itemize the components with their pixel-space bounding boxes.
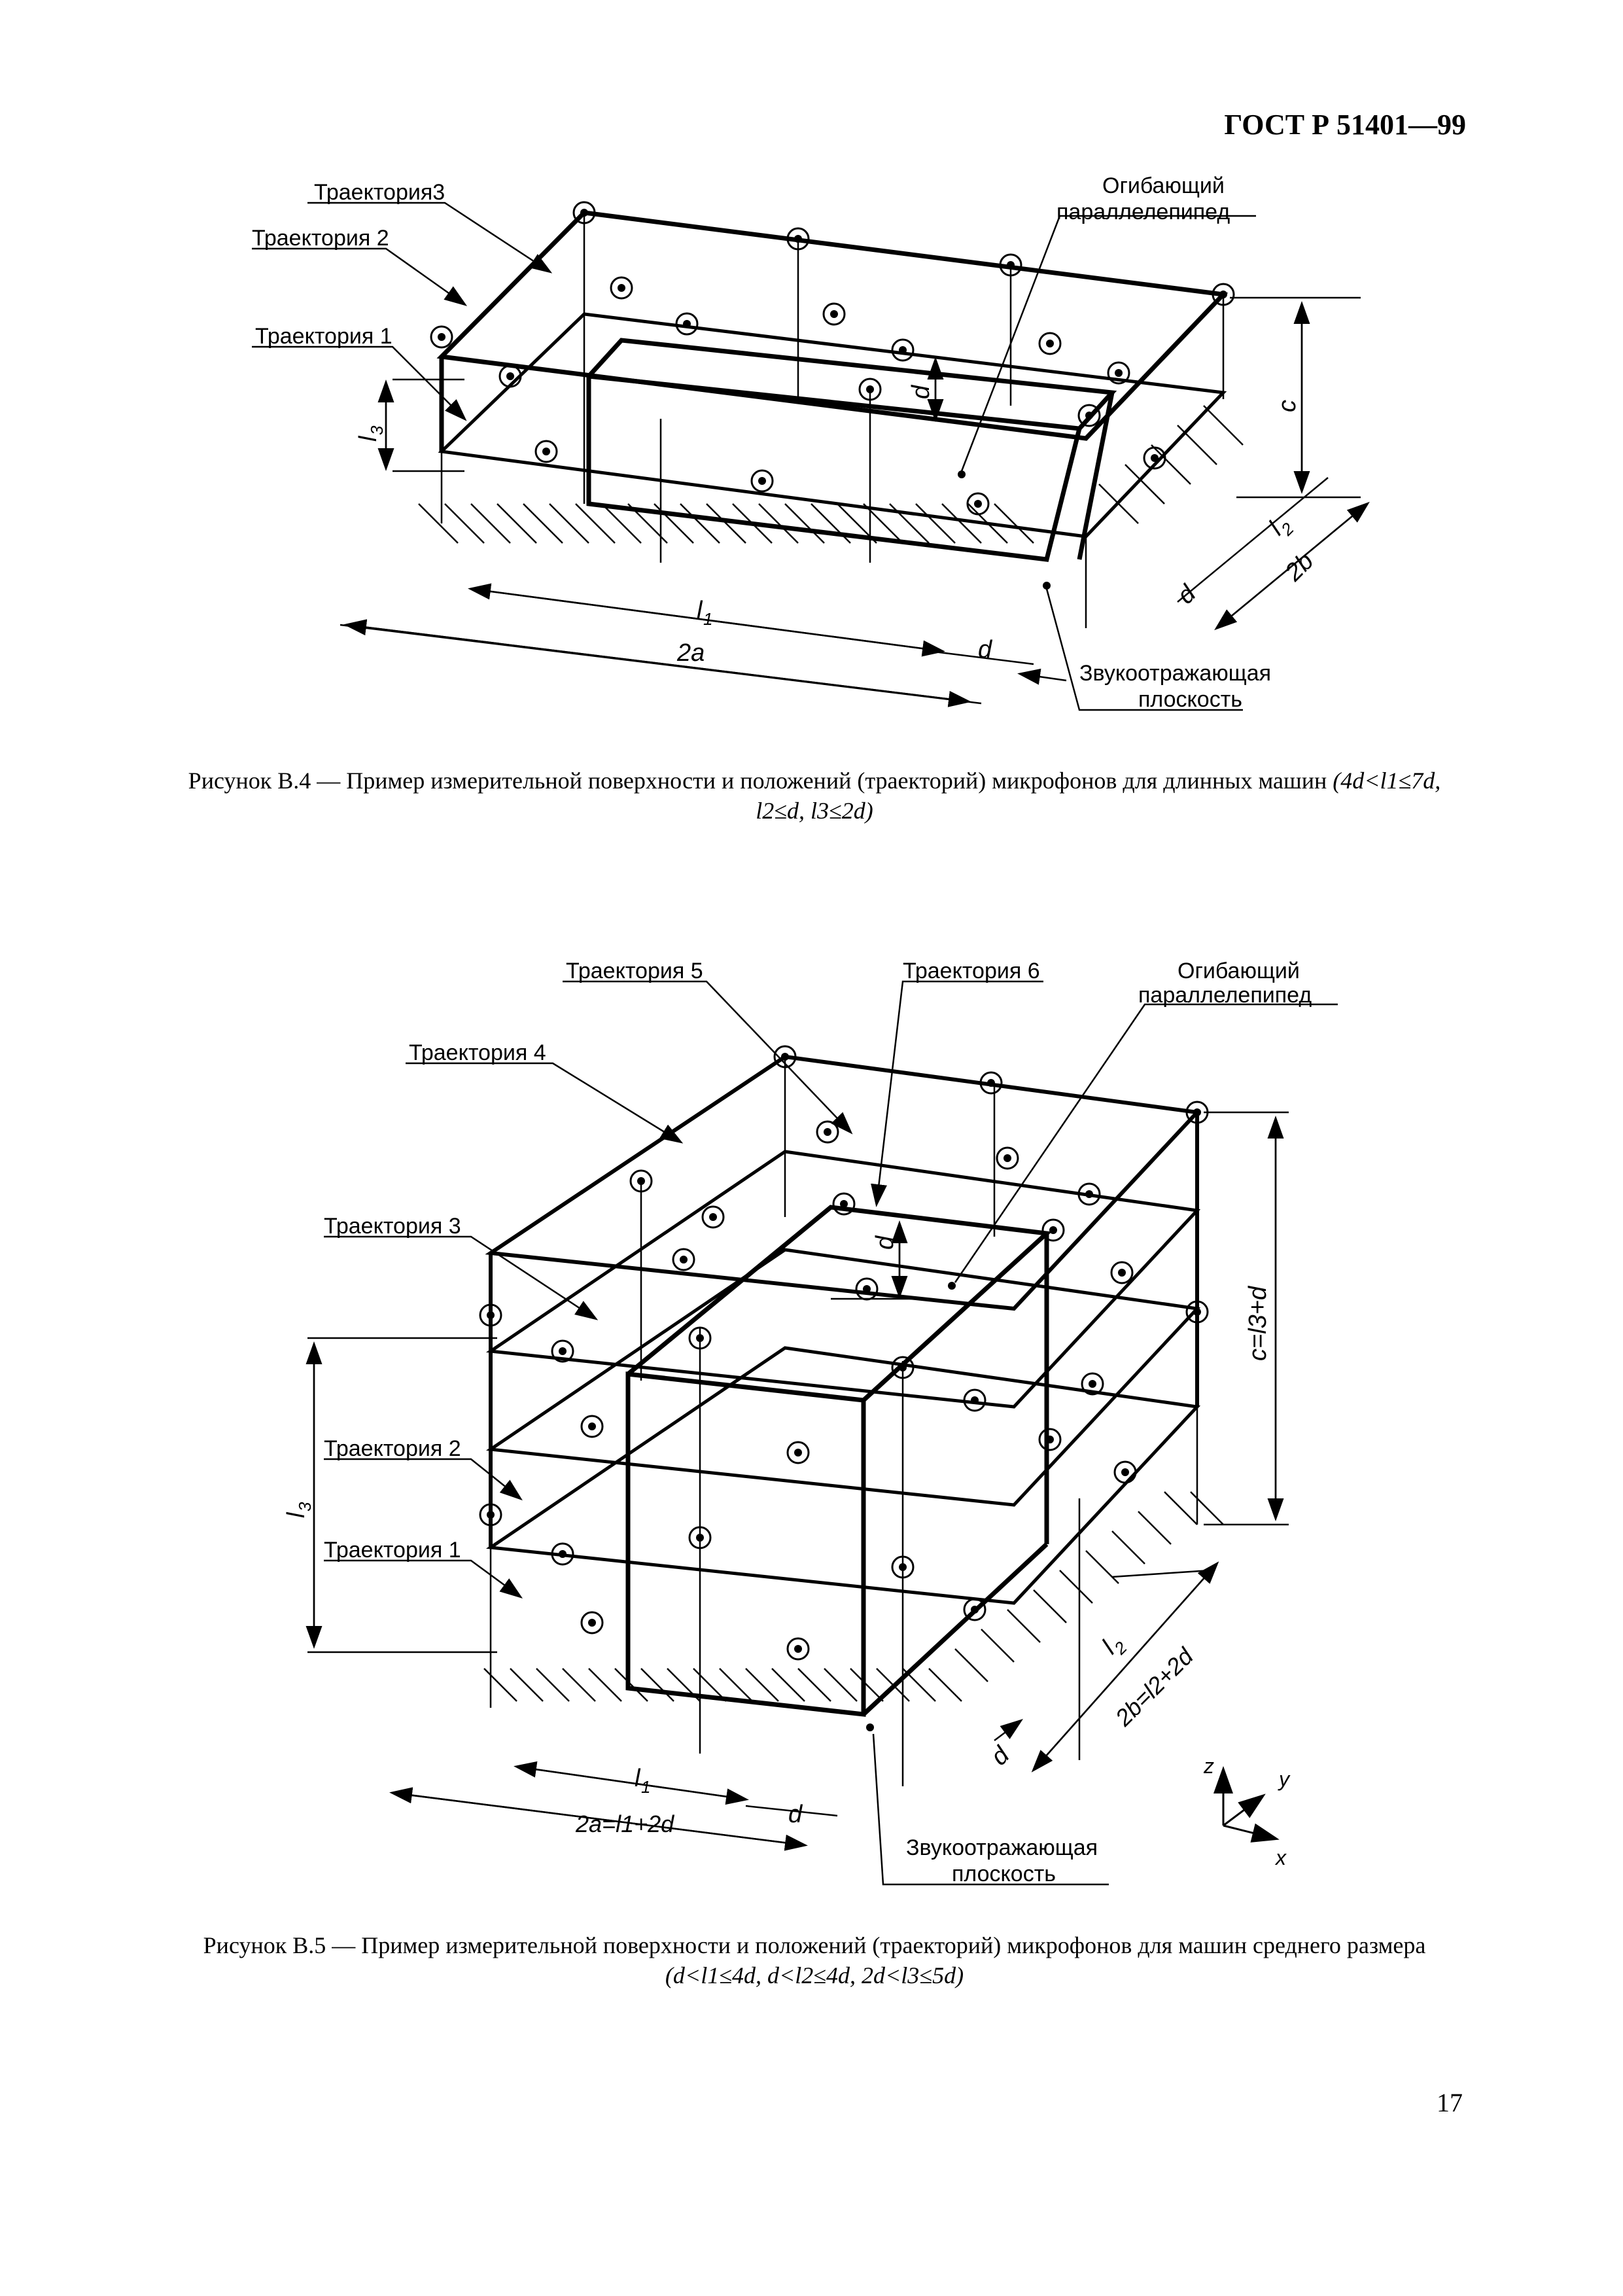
projection-lines bbox=[440, 213, 1225, 628]
dim-l2: l2 bbox=[1097, 1636, 1131, 1660]
figure-b4-diagram: Траектория3 Траектория 2 Траектория 1 Ог… bbox=[252, 173, 1370, 712]
dim-d-right: d bbox=[1172, 579, 1202, 609]
machine-box bbox=[625, 1205, 1053, 1717]
svg-text:3: 3 bbox=[295, 1502, 315, 1511]
dim-l2: l2 bbox=[1264, 517, 1298, 541]
svg-text:l: l bbox=[283, 1511, 310, 1518]
label-envelope-1: Огибающий bbox=[1102, 173, 1225, 198]
label-envelope-2: параллелепипед bbox=[1056, 200, 1230, 224]
dim-c: c bbox=[1274, 400, 1301, 412]
dim-c: c=l3+d bbox=[1244, 1285, 1272, 1361]
label-envelope-2: параллелепипед bbox=[1138, 983, 1312, 1008]
envelope-box bbox=[436, 210, 1229, 539]
svg-text:1: 1 bbox=[641, 1777, 650, 1797]
label-reflecting-plane-2: плоскость bbox=[952, 1862, 1056, 1886]
svg-text:1: 1 bbox=[703, 609, 712, 629]
svg-text:3: 3 bbox=[367, 425, 387, 435]
axis-triad bbox=[1213, 1766, 1280, 1843]
label-reflecting-plane-1: Звукоотражающая bbox=[1079, 661, 1271, 686]
dim-d-top: d bbox=[871, 1235, 899, 1250]
dim-d-bottom: d bbox=[788, 1801, 803, 1828]
page-number: 17 bbox=[1437, 2088, 1463, 2117]
dim-l3: l3 bbox=[355, 425, 387, 442]
dim-d-top: d bbox=[907, 384, 935, 399]
microphone-points bbox=[430, 201, 1235, 516]
svg-text:l: l bbox=[697, 597, 703, 624]
figure-b5-caption: Рисунок В.5 — Пример измерительной повер… bbox=[203, 1932, 1426, 1988]
ground-hatching bbox=[418, 405, 1244, 544]
microphone-points bbox=[479, 1045, 1209, 1661]
label-envelope-1: Огибающий bbox=[1178, 959, 1300, 983]
figure-b4-caption: Рисунок В.4 — Пример измерительной повер… bbox=[188, 768, 1441, 824]
ground-hatching bbox=[483, 1491, 1224, 1702]
label-trajectory-2: Траектория 2 bbox=[324, 1436, 461, 1461]
label-trajectory-3: Траектория3 bbox=[314, 180, 445, 205]
document-code: ГОСТ Р 51401—99 bbox=[1224, 109, 1466, 141]
dim-2a: 2a=l1+2d bbox=[575, 1810, 674, 1837]
label-trajectory-3: Траектория 3 bbox=[324, 1214, 461, 1239]
dim-d-right: d bbox=[986, 1740, 1016, 1771]
envelope-box bbox=[485, 1054, 1202, 1605]
label-reflecting-plane-2: плоскость bbox=[1138, 687, 1242, 712]
svg-text:l: l bbox=[635, 1765, 641, 1792]
machine-box bbox=[586, 338, 1117, 562]
label-trajectory-1: Траектория 1 bbox=[324, 1538, 461, 1563]
dim-2b: 2b bbox=[1280, 548, 1319, 587]
label-reflecting-plane-1: Звукоотражающая bbox=[906, 1835, 1098, 1860]
label-trajectory-6: Траектория 6 bbox=[903, 959, 1040, 983]
axis-x-label: x bbox=[1274, 1846, 1287, 1869]
label-trajectory-5: Траектория 5 bbox=[566, 959, 703, 983]
dim-2a: 2a bbox=[676, 639, 705, 667]
projection-lines bbox=[489, 1057, 1198, 1786]
dim-l3: l3 bbox=[283, 1502, 315, 1518]
svg-text:l: l bbox=[355, 435, 382, 442]
axis-y-label: y bbox=[1278, 1767, 1291, 1791]
label-trajectory-2: Траектория 2 bbox=[252, 226, 389, 251]
label-trajectory-4: Траектория 4 bbox=[409, 1040, 546, 1065]
figure-b5-diagram: z y x Траектория 5 Траектория 6 Огибающи… bbox=[283, 959, 1338, 1886]
dim-d-bottom: d bbox=[978, 636, 993, 663]
axis-z-label: z bbox=[1203, 1754, 1214, 1778]
label-trajectory-1: Траектория 1 bbox=[255, 324, 393, 349]
